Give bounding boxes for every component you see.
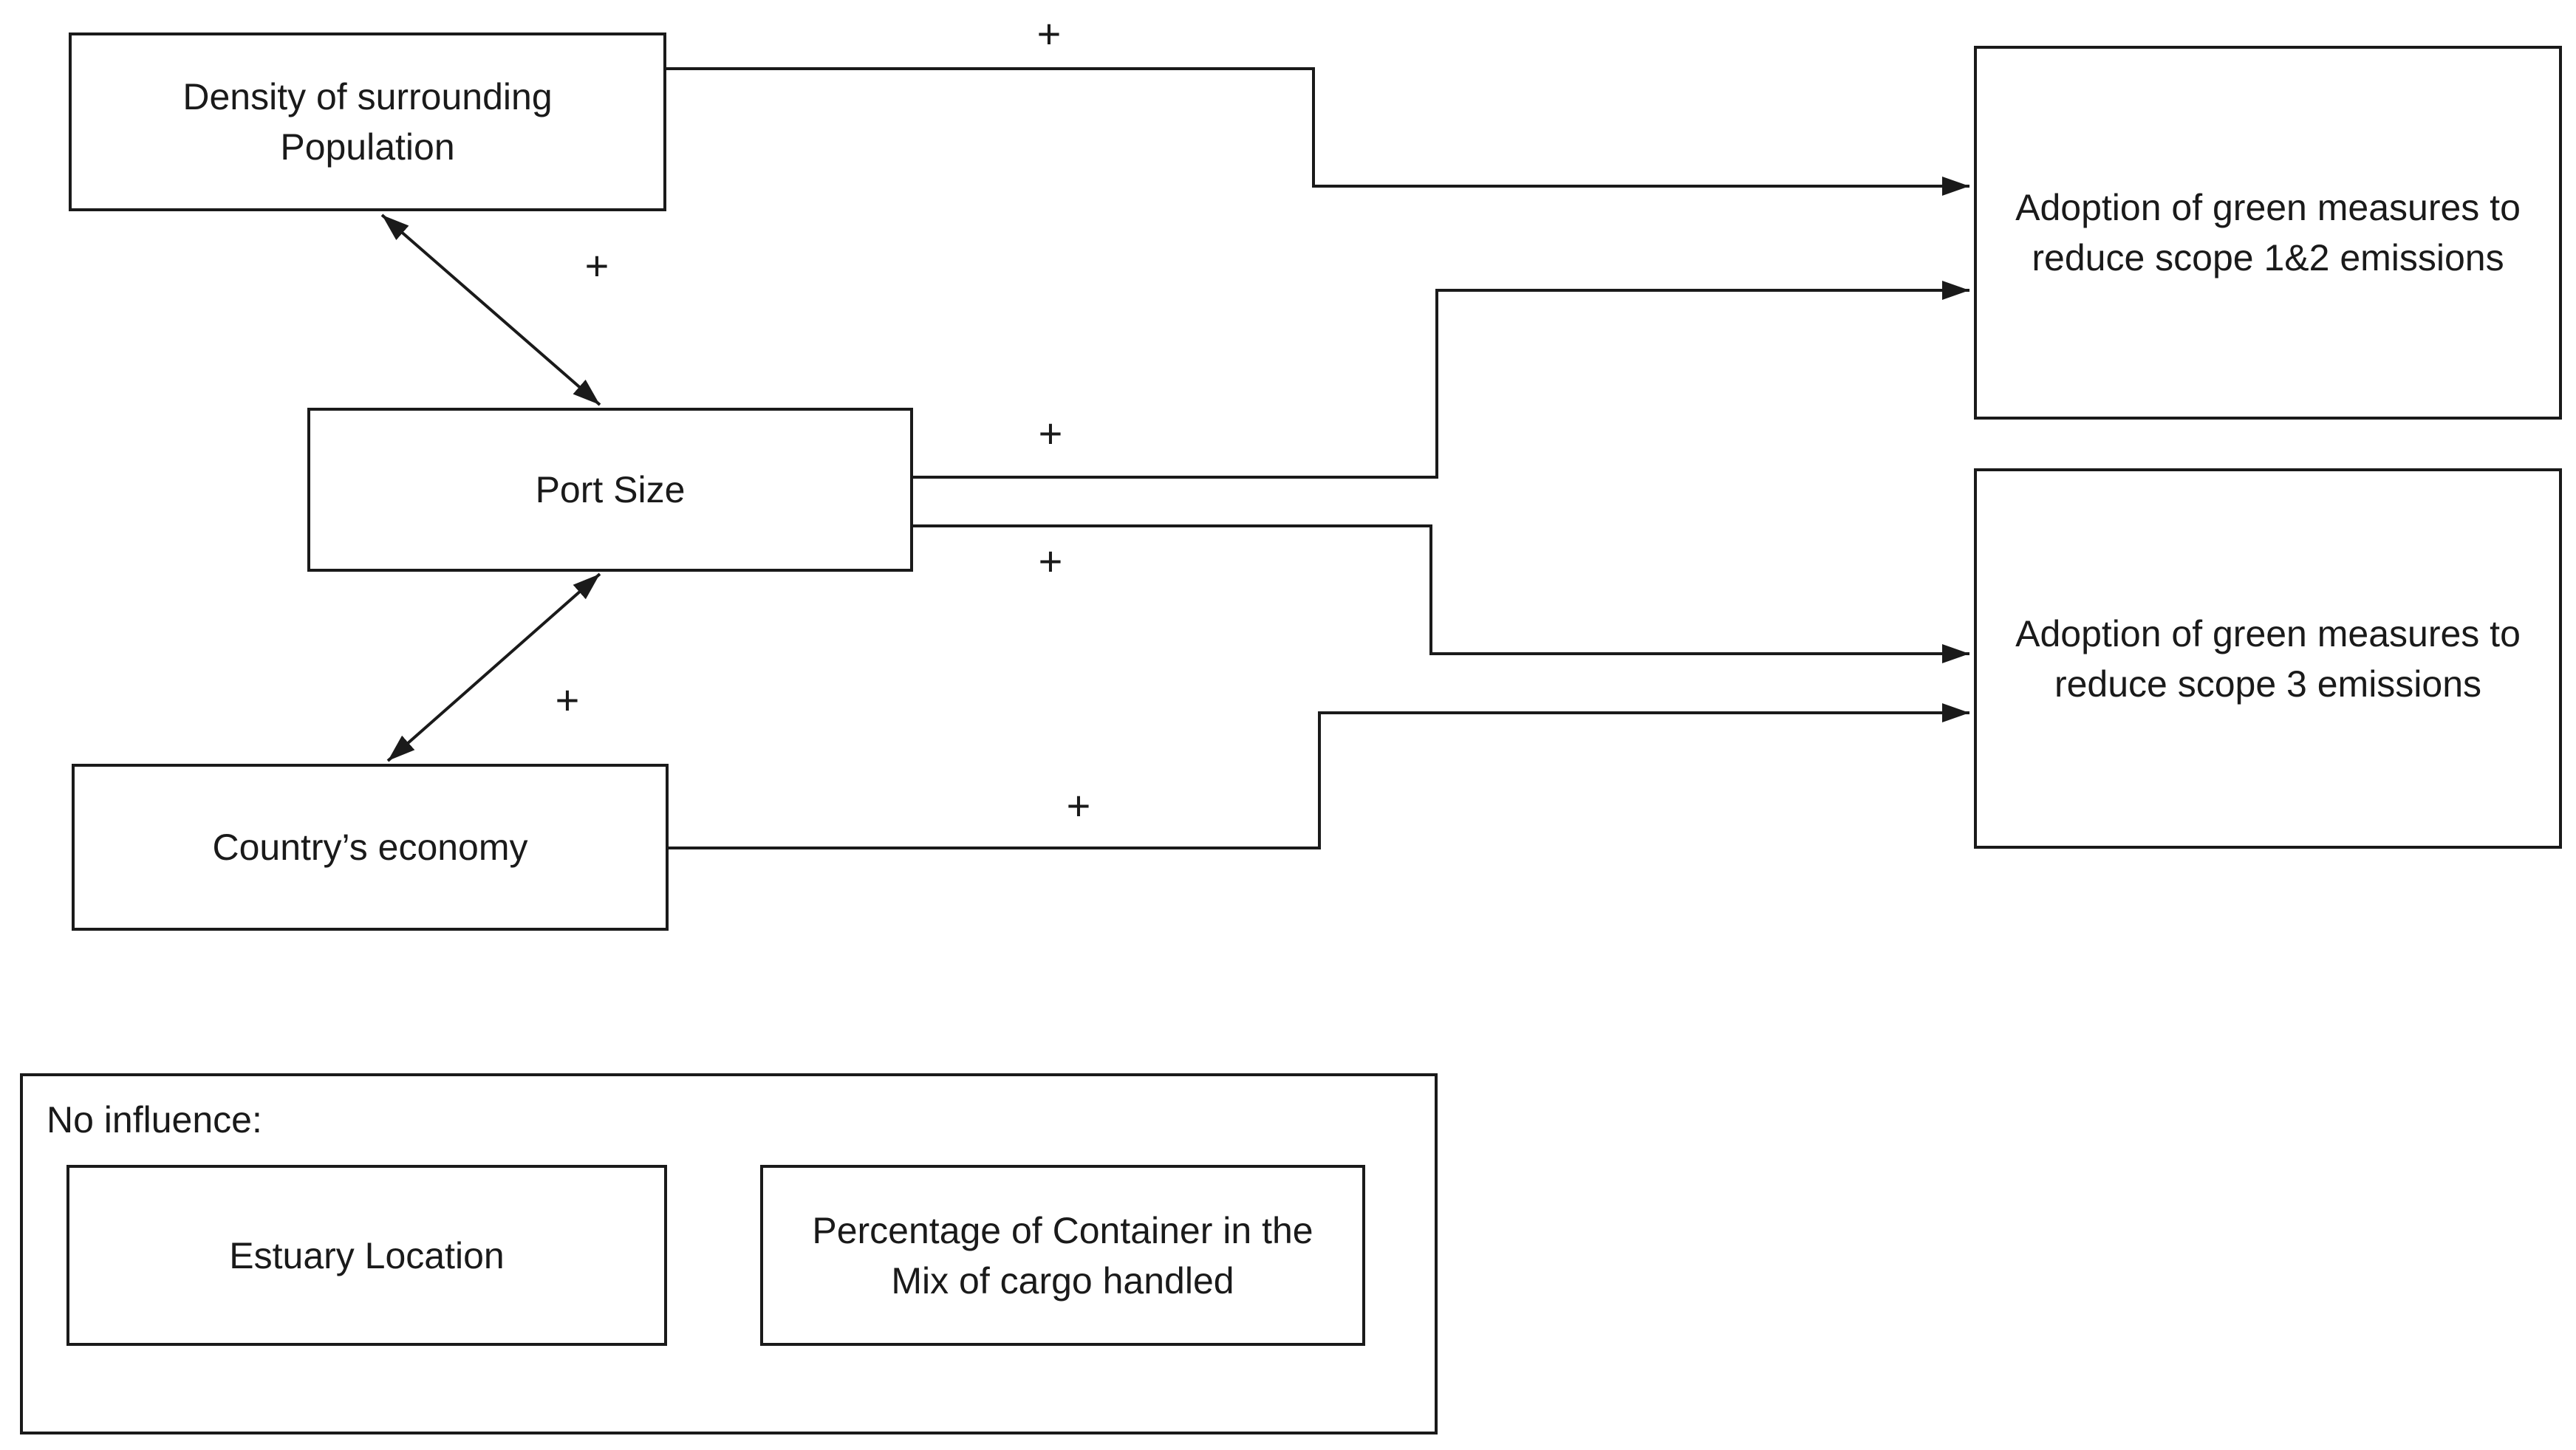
scope3-node-label: Adoption of green measures to reduce sco…: [2015, 612, 2521, 705]
country-economy-node-label: Country’s economy: [212, 827, 528, 868]
plus-label-country-scope3: +: [1066, 782, 1091, 829]
container-percentage-node: Percentage of Container in the Mix of ca…: [760, 1165, 1365, 1346]
port-size-node: Port Size: [307, 408, 913, 572]
no-influence-title: No influence:: [47, 1099, 262, 1140]
density-node: Density of surrounding Population: [69, 33, 666, 211]
container-percentage-node-label: Percentage of Container in the Mix of ca…: [812, 1209, 1313, 1302]
edge-portsize-country-double-arrow: [386, 572, 601, 762]
plus-label-portsize-country: +: [555, 677, 580, 723]
scope12-node-label: Adoption of green measures to reduce sco…: [2015, 187, 2521, 278]
estuary-location-node: Estuary Location: [66, 1165, 667, 1346]
plus-label-portsize-scope3: +: [1038, 538, 1063, 584]
scope3-node: Adoption of green measures to reduce sco…: [1974, 468, 2562, 849]
density-node-label: Density of surrounding Population: [182, 76, 553, 168]
edge-portsize-to-scope3: [913, 524, 1969, 663]
edge-density-to-scope12: [666, 67, 1969, 196]
edge-density-portsize-double-arrow: [380, 213, 601, 406]
plus-label-portsize-scope12: +: [1038, 410, 1063, 456]
country-economy-node: Country’s economy: [72, 764, 669, 931]
plus-label-density-portsize: +: [584, 242, 609, 289]
edge-country-to-scope3: [669, 703, 1969, 849]
plus-label-density-scope12: +: [1036, 10, 1062, 57]
port-size-node-label: Port Size: [535, 469, 686, 510]
estuary-location-node-label: Estuary Location: [229, 1234, 505, 1276]
edge-portsize-to-scope12: [913, 281, 1969, 479]
scope12-node: Adoption of green measures to reduce sco…: [1974, 46, 2562, 420]
